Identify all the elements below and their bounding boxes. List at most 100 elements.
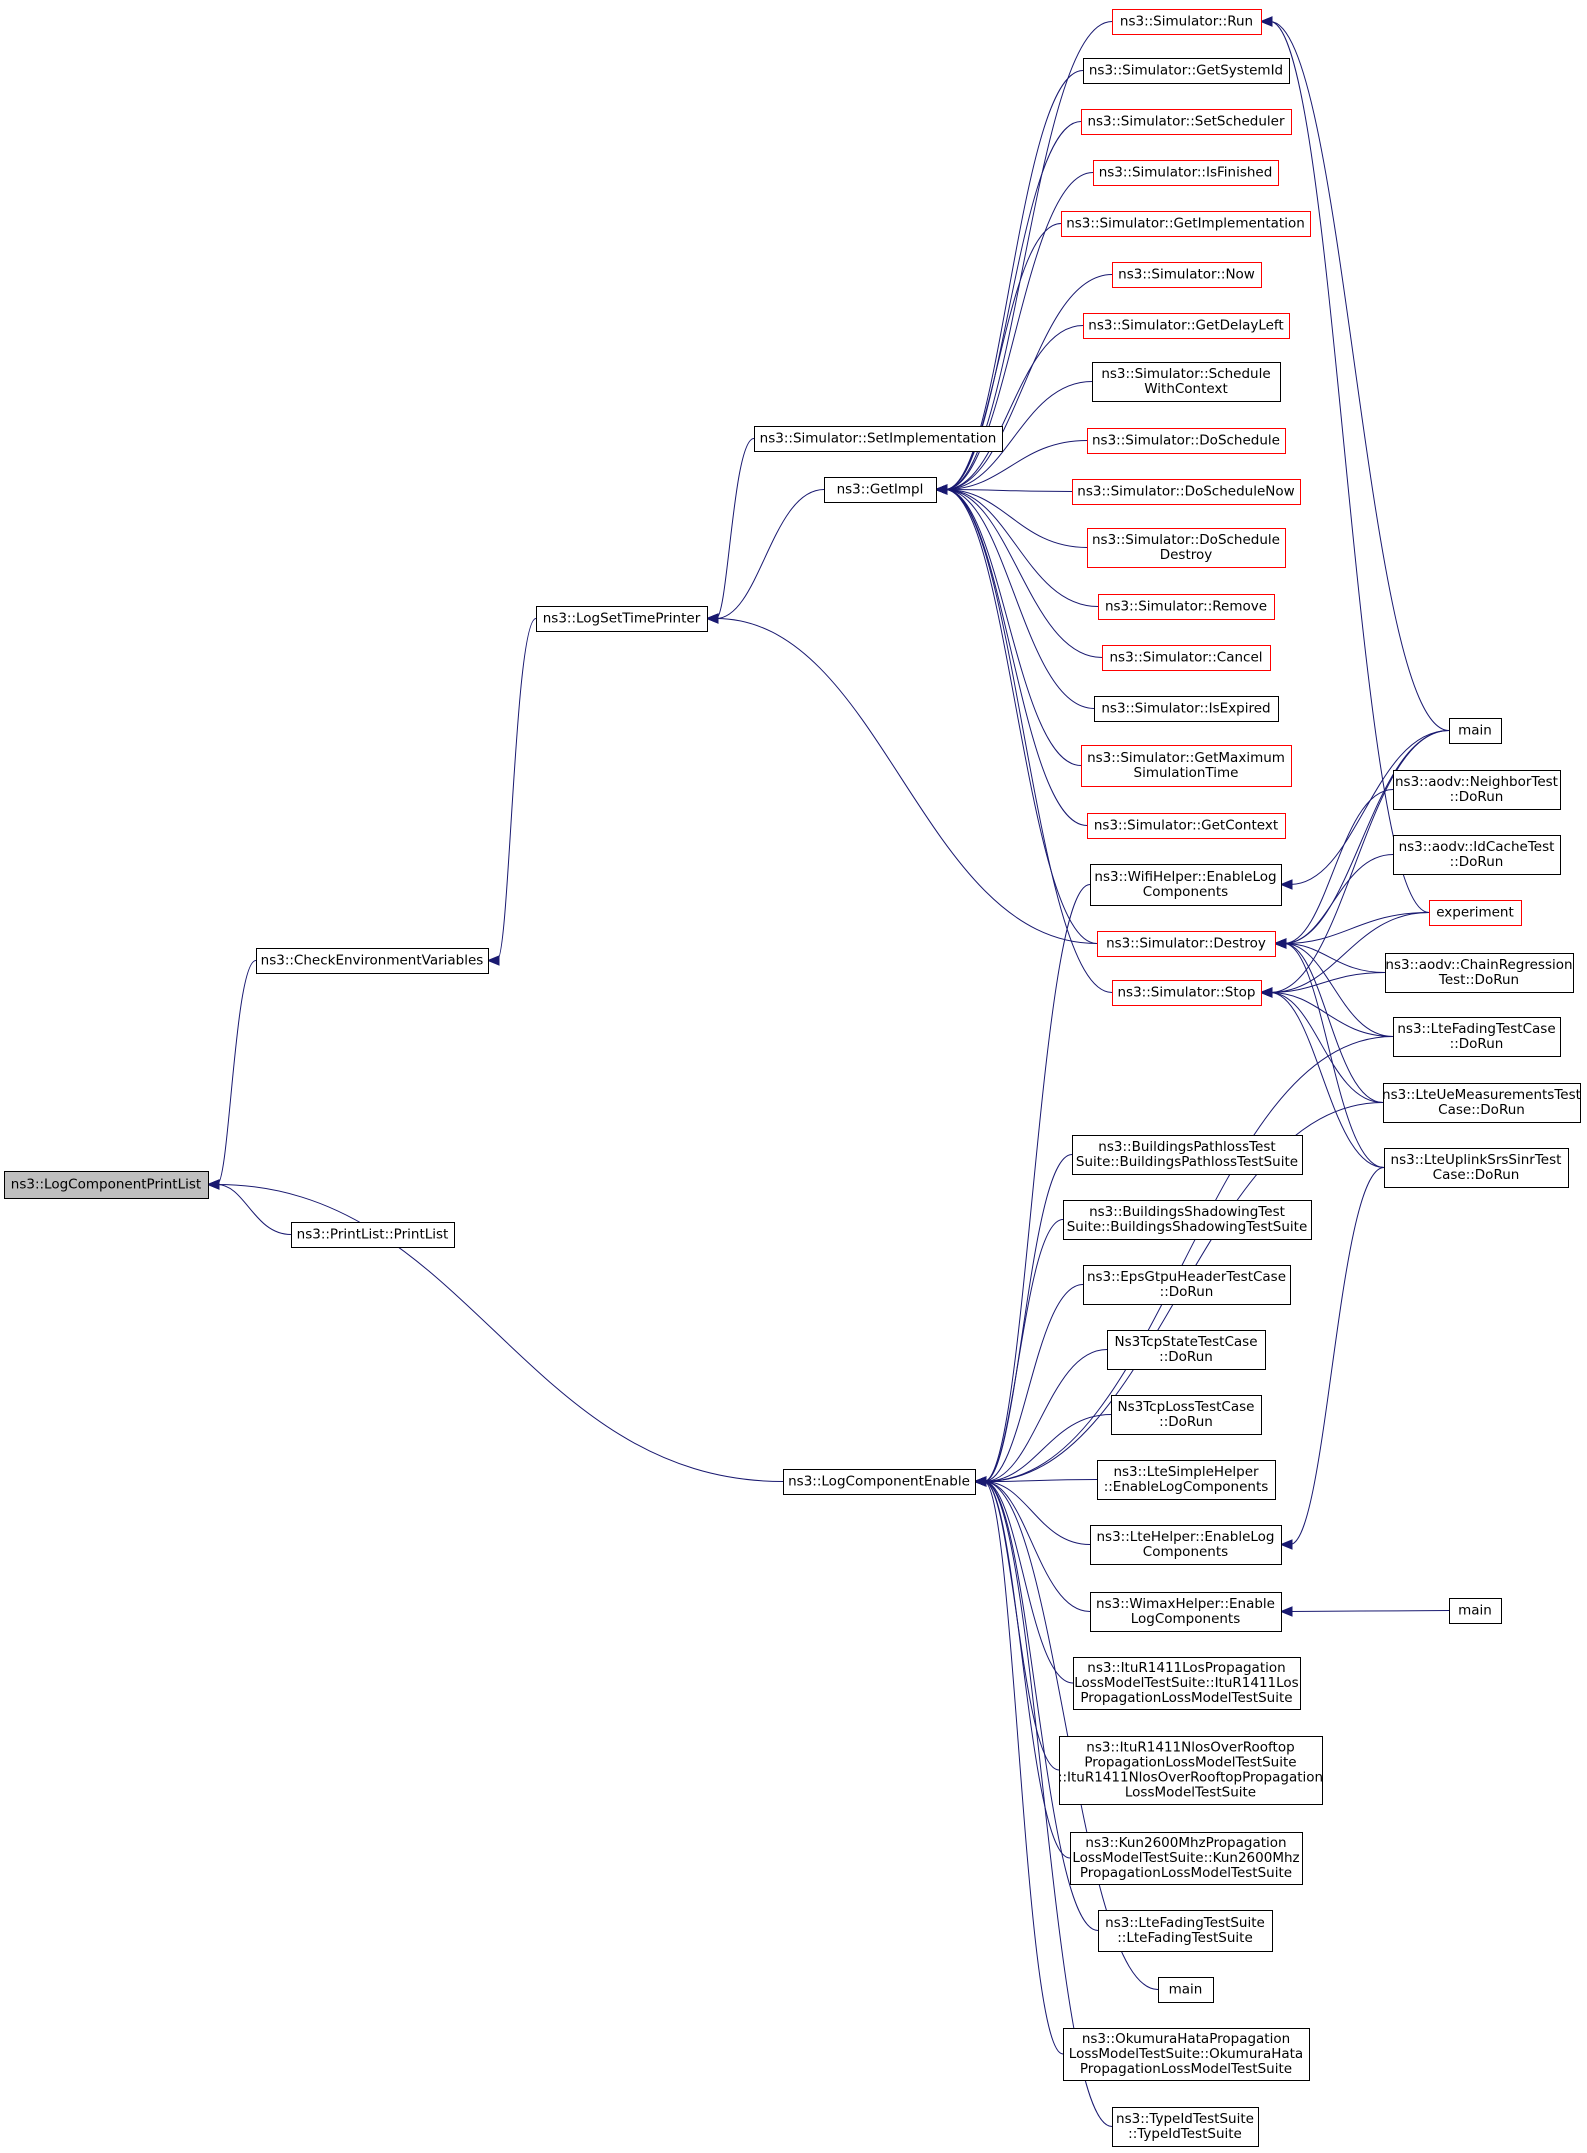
node-isexpired[interactable]: ns3::Simulator::IsExpired <box>1094 696 1279 722</box>
node-getsystemid[interactable]: ns3::Simulator::GetSystemId <box>1083 58 1290 84</box>
node-wimaxhelper[interactable]: ns3::WimaxHelper::EnableLogComponents <box>1090 1592 1282 1632</box>
node-idcachetest[interactable]: ns3::aodv::IdCacheTest::DoRun <box>1393 835 1561 875</box>
node-setscheduler[interactable]: ns3::Simulator::SetScheduler <box>1081 109 1292 135</box>
call-edge <box>1279 730 1450 890</box>
node-box <box>4 1171 209 1199</box>
call-edge <box>934 274 1113 495</box>
node-main2[interactable]: main <box>1449 1598 1502 1624</box>
call-edge <box>973 884 1091 1487</box>
node-label: SimulationTime <box>1134 765 1239 781</box>
node-typeidsuite[interactable]: ns3::TypeIdTestSuite::TypeIdTestSuite <box>1112 2107 1259 2147</box>
node-box <box>536 606 708 632</box>
node-stop[interactable]: ns3::Simulator::Stop <box>1112 980 1262 1006</box>
node-kun2600[interactable]: ns3::Kun2600MhzPropagationLossModelTestS… <box>1070 1832 1303 1885</box>
node-label: ns3::Simulator::SetScheduler <box>1087 114 1284 130</box>
node-cancel[interactable]: ns3::Simulator::Cancel <box>1102 645 1271 671</box>
node-ltesimplehelper[interactable]: ns3::LteSimpleHelper::EnableLogComponent… <box>1097 1460 1276 1500</box>
node-label: Test::DoRun <box>1438 972 1519 988</box>
node-label: PropagationLossModelTestSuite <box>1084 1755 1296 1771</box>
node-getimpl[interactable]: ns3::GetImpl <box>824 477 937 503</box>
node-label: ns3::CheckEnvironmentVariables <box>261 953 484 969</box>
node-getcontext[interactable]: ns3::Simulator::GetContext <box>1087 813 1286 839</box>
node-ltefadingsuite[interactable]: ns3::LteFadingTestSuite::LteFadingTestSu… <box>1098 1910 1273 1952</box>
call-edge <box>1259 987 1394 1037</box>
node-label: ns3::Simulator::DoSchedule <box>1092 532 1280 548</box>
node-run[interactable]: ns3::Simulator::Run <box>1112 9 1262 35</box>
node-wifihelper[interactable]: ns3::WifiHelper::EnableLogComponents <box>1090 864 1282 906</box>
node-buildingspathloss[interactable]: ns3::BuildingsPathlossTestSuite::Buildin… <box>1072 1135 1303 1175</box>
node-root[interactable]: ns3::LogComponentPrintList <box>4 1171 209 1199</box>
node-buildingsshadowing[interactable]: ns3::BuildingsShadowingTestSuite::Buildi… <box>1063 1200 1312 1240</box>
node-main3[interactable]: main <box>1158 1977 1214 2003</box>
node-box <box>1081 109 1292 135</box>
node-label: ns3::Simulator::IsFinished <box>1099 165 1273 181</box>
node-box <box>1083 58 1290 84</box>
call-edge <box>705 489 825 624</box>
node-box <box>1073 1657 1301 1710</box>
node-label: ns3::PrintList::PrintList <box>297 1227 449 1243</box>
node-doschedule[interactable]: ns3::Simulator::DoSchedule <box>1087 428 1286 454</box>
node-box <box>1098 594 1275 620</box>
node-label: main <box>1458 1603 1492 1619</box>
node-now[interactable]: ns3::Simulator::Now <box>1112 262 1262 288</box>
node-label: ::TypeIdTestSuite <box>1128 2126 1242 2142</box>
node-label: ns3::LteSimpleHelper <box>1113 1464 1259 1480</box>
node-ltehelper[interactable]: ns3::LteHelper::EnableLogComponents <box>1090 1525 1282 1565</box>
node-box <box>1092 362 1281 402</box>
node-label: ns3::LogComponentEnable <box>788 1474 970 1490</box>
node-getimplementation[interactable]: ns3::Simulator::GetImplementation <box>1061 211 1311 237</box>
node-logsettime[interactable]: ns3::LogSetTimePrinter <box>536 606 708 632</box>
nodes-layer: ns3::LogComponentPrintList ns3::CheckEnvi… <box>4 9 1581 2147</box>
call-edge <box>1273 938 1384 1103</box>
node-remove[interactable]: ns3::Simulator::Remove <box>1098 594 1275 620</box>
node-epsgtpu[interactable]: ns3::EpsGtpuHeaderTestCase::DoRun <box>1083 1265 1291 1305</box>
node-label: PropagationLossModelTestSuite <box>1080 1690 1292 1706</box>
call-edge <box>1273 938 1394 1037</box>
node-label: ns3::GetImpl <box>837 482 924 498</box>
node-printlist[interactable]: ns3::PrintList::PrintList <box>291 1222 455 1248</box>
node-experiment[interactable]: experiment <box>1429 900 1522 926</box>
arrowhead <box>1259 16 1273 27</box>
call-edge <box>934 484 1082 766</box>
node-neighbortest[interactable]: ns3::aodv::NeighborTest::DoRun <box>1393 770 1561 810</box>
node-doschedulenow[interactable]: ns3::Simulator::DoScheduleNow <box>1072 479 1301 505</box>
node-label: ns3::EpsGtpuHeaderTestCase <box>1087 1269 1286 1285</box>
node-getdelayleft[interactable]: ns3::Simulator::GetDelayLeft <box>1083 313 1290 339</box>
node-label: Case::DoRun <box>1438 1102 1525 1118</box>
node-label: ::LteFadingTestSuite <box>1117 1930 1253 1946</box>
node-label: ns3::Simulator::Remove <box>1105 599 1267 615</box>
node-itur1411los[interactable]: ns3::ItuR1411LosPropagationLossModelTest… <box>1073 1657 1301 1710</box>
node-box <box>1097 1460 1276 1500</box>
node-itur1411nlos[interactable]: ns3::ItuR1411NlosOverRooftopPropagationL… <box>1058 1736 1323 1805</box>
node-tcpstate[interactable]: Ns3TcpStateTestCase::DoRun <box>1107 1330 1266 1370</box>
node-label: ns3::Simulator::IsExpired <box>1101 701 1270 717</box>
node-box <box>1090 1525 1282 1565</box>
call-edge <box>1273 938 1385 1168</box>
node-checkenv[interactable]: ns3::CheckEnvironmentVariables <box>256 948 489 974</box>
node-tcploss[interactable]: Ns3TcpLossTestCase::DoRun <box>1111 1395 1262 1435</box>
node-destroy[interactable]: ns3::Simulator::Destroy <box>1097 931 1276 957</box>
node-logenable[interactable]: ns3::LogComponentEnable <box>783 1469 976 1495</box>
node-box <box>1083 1265 1291 1305</box>
node-box <box>1087 428 1286 454</box>
call-edge <box>1259 987 1385 1168</box>
node-setimpl[interactable]: ns3::Simulator::SetImplementation <box>754 426 1003 452</box>
node-label: ::DoRun <box>1450 789 1504 805</box>
node-label: ::DoRun <box>1159 1349 1213 1365</box>
node-okumurahata[interactable]: ns3::OkumuraHataPropagationLossModelTest… <box>1063 2028 1310 2081</box>
call-edge <box>206 1179 292 1235</box>
node-ltefadingtc[interactable]: ns3::LteFadingTestCase::DoRun <box>1393 1017 1561 1057</box>
node-box <box>1112 980 1262 1006</box>
node-label: ns3::LteUeMeasurementsTest <box>1382 1087 1581 1103</box>
node-isfinished[interactable]: ns3::Simulator::IsFinished <box>1093 160 1279 186</box>
node-box <box>1090 864 1282 906</box>
node-main1[interactable]: main <box>1449 718 1502 744</box>
node-label: Destroy <box>1160 547 1213 563</box>
